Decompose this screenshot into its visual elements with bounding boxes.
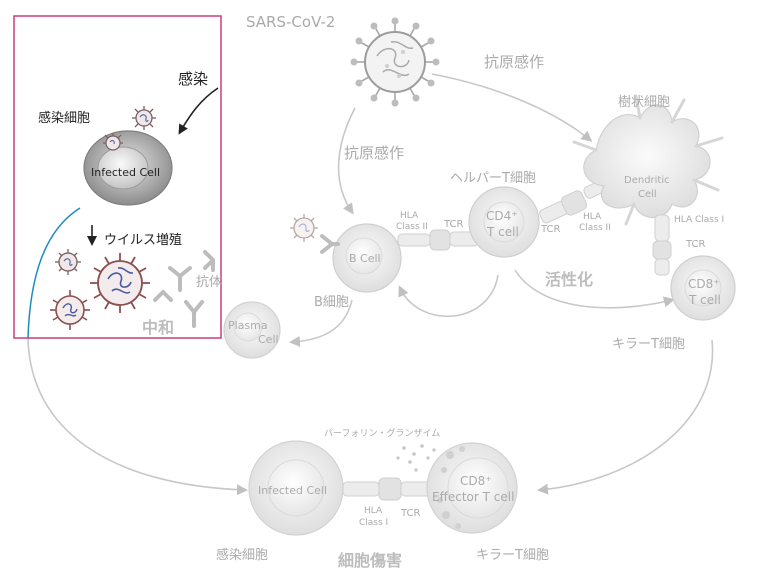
blue-curve [27,207,81,339]
plasma-cell-label-2: Cell [258,333,279,346]
virus-main-icon [350,17,440,107]
perforin-dots [396,444,436,472]
dendritic-label-2: Cell [638,189,657,200]
b-cell-icon [332,223,402,293]
neutralization-label: 中和 [142,318,174,337]
infected-cell-bottom-icon [248,440,344,536]
virus-replication-label: ウイルス増殖 [104,232,182,248]
cd8-label-2: T cell [688,293,721,307]
hla-class2-right-label-2: Class II [579,223,611,233]
virion-bcell-icon [290,214,318,242]
plasma-cell-label-1: Plasma [228,319,268,332]
cd4-label-2: T cell [486,225,519,239]
tcr-right-label: TCR [685,239,706,250]
virion-small-icon [103,133,123,151]
hla-class2-left-label-2: Class II [396,222,428,232]
cd8-label-1: CD8⁺ [688,277,720,291]
killer-t-right-label: キラーT細胞 [612,337,685,352]
antibody-label: 抗体 [196,275,222,290]
infected-cell-bottom-en-label: Infected Cell [258,484,327,497]
arrow-bcell-to-plasma [289,299,353,347]
tcr-mid-label: TCR [540,224,561,235]
cd4-label-1: CD4⁺ [486,209,518,223]
b-cell-en-label: B Cell [349,252,381,265]
virion-large-icon [90,253,150,313]
cytotoxicity-label: 細胞傷害 [338,551,402,570]
plasma-cell-icon [223,301,281,359]
infected-cell-bottom-jp-label: 感染細胞 [216,547,268,563]
arrow-cd8-to-effector [537,339,714,495]
b-cell-jp-label: B細胞 [314,295,349,310]
antigen-sensing-top-label: 抗原感作 [484,53,544,71]
hla-class1-right-label: HLA Class I [674,215,724,225]
virion-small-icon [132,106,156,130]
arrow-cd4-feedback-to-bcell [398,274,499,318]
arrow-left-loop-to-infected [27,337,248,496]
effector-label-2: Effector T cell [432,490,514,504]
highlight-box [13,15,222,339]
infected-cell-icon [83,130,173,206]
cd8-t-cell-icon [670,255,736,321]
virus-name-label: SARS-CoV-2 [246,13,335,31]
hla-class1-bottom-label-1: HLA [364,506,383,516]
infected-cell-jp-label: 感染細胞 [38,110,90,126]
effector-t-cell-icon [426,442,518,534]
dendritic-label-1: Dendritic [624,175,670,186]
antigen-sensing-left-label: 抗原感作 [344,144,404,162]
hla-tcr-connector-left [397,229,479,251]
arrow-virus-to-bcell [337,107,356,215]
effector-label-1: CD8⁺ [460,474,492,488]
dendritic-cell-icon [572,94,724,226]
bcr-icon [320,234,340,254]
arrow-cd4-to-cd8 [514,269,675,309]
hla-class1-bottom-label-2: Class I [359,518,388,528]
tcr-left-label: TCR [443,219,464,230]
hla-class2-left-label-1: HLA [400,211,419,221]
arrow-virus-to-dendritic [431,73,593,142]
hla-class2-right-label-1: HLA [583,212,602,222]
tcr-bottom-label: TCR [400,508,421,519]
cd4-t-cell-icon [468,186,540,258]
activation-label: 活性化 [545,270,593,289]
helper-t-label: ヘルパーT細胞 [450,171,536,186]
infected-cell-en-label: Infected Cell [91,166,160,179]
arrow-infection [178,87,219,135]
hla-tcr-connector-bottom [342,477,434,501]
flow-arrows [27,73,714,496]
hla-tcr-connector-right [652,214,672,276]
dendritic-jp-label: 樹状細胞 [618,95,670,110]
antibody-icon [153,250,215,328]
infection-label: 感染 [178,70,208,88]
virion-small-icon [55,249,81,275]
killer-t-bottom-label: キラーT細胞 [476,548,549,563]
virion-medium-icon [50,290,90,330]
perforin-label: パーフォリン・グランザイム [324,427,440,439]
